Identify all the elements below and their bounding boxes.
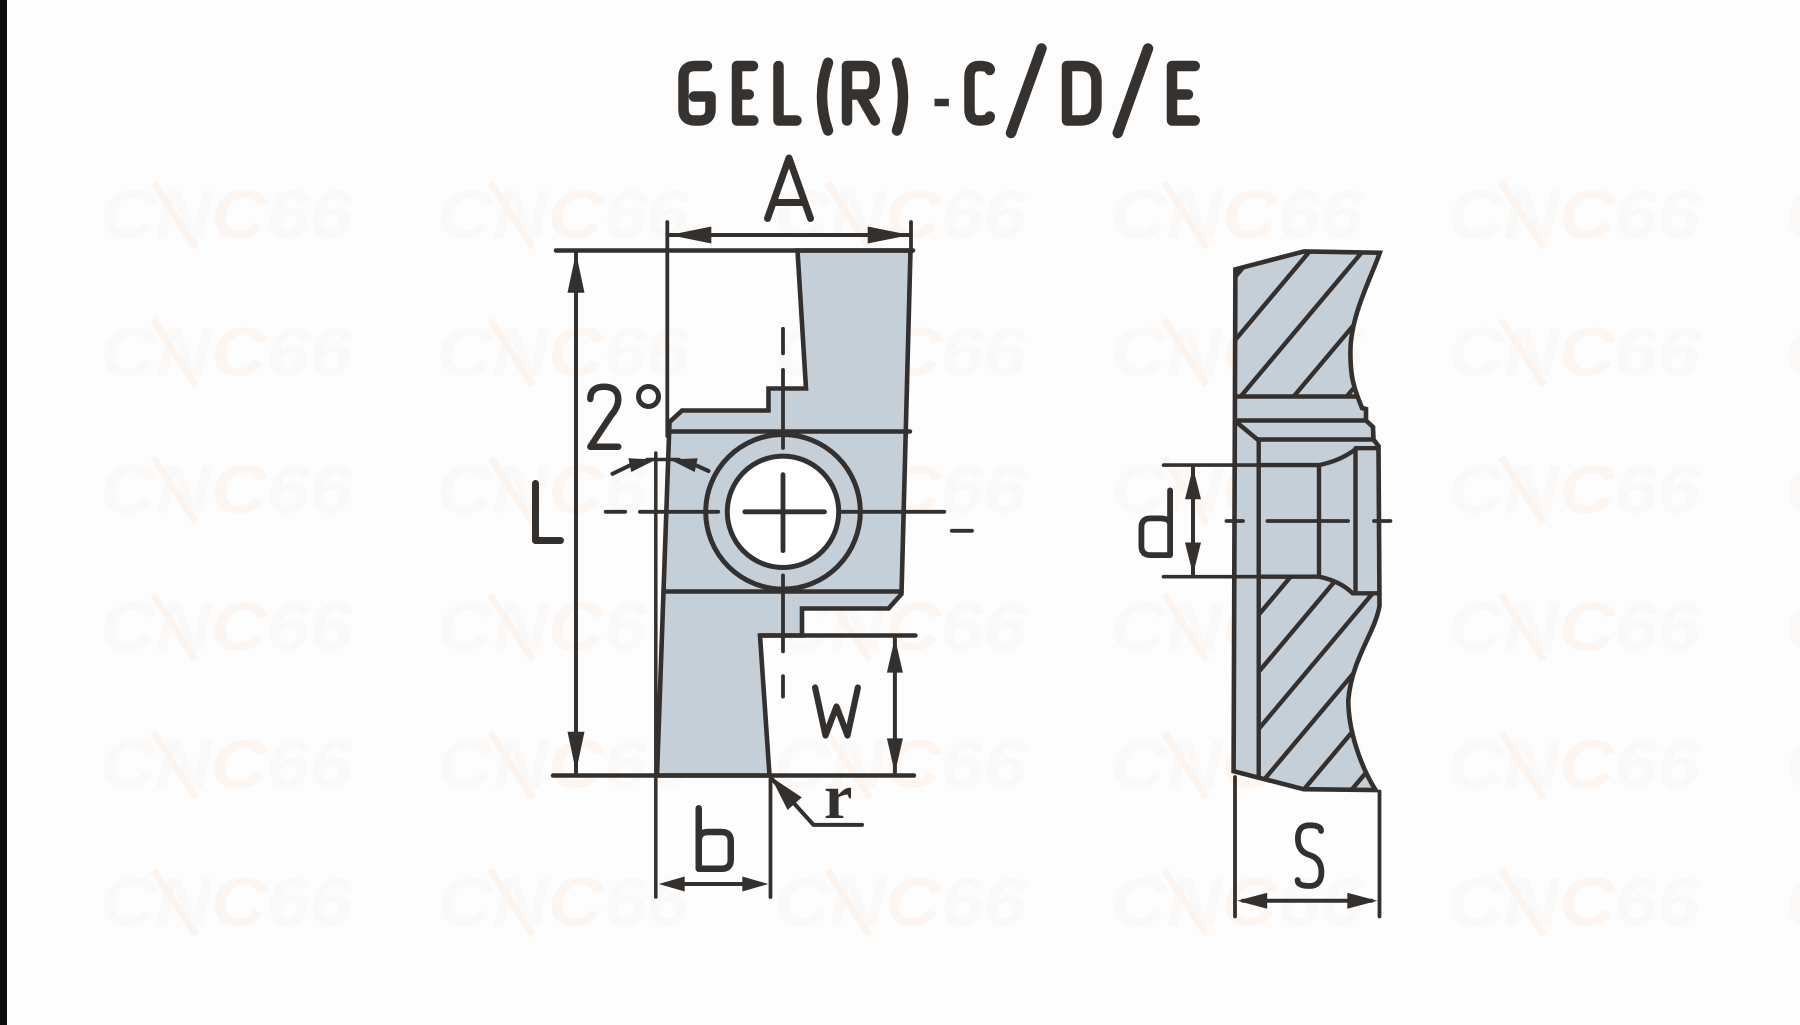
svg-text:r: r (824, 761, 852, 832)
